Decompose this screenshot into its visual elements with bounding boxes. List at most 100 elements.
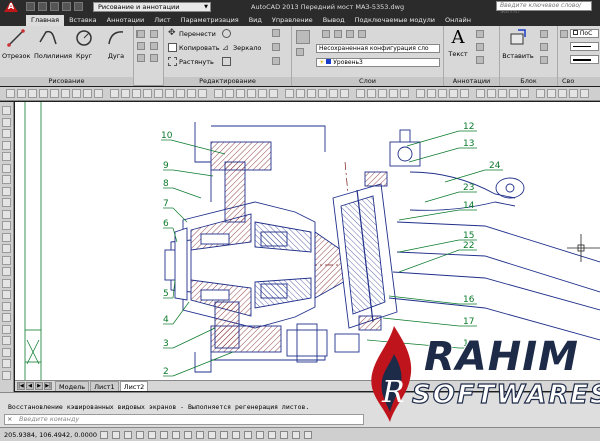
color-select[interactable]: ПоС — [570, 29, 599, 38]
copy-tool[interactable]: Копировать — [168, 43, 220, 52]
tab-sheet1[interactable]: Лист1 — [90, 381, 119, 391]
status-toggle-2[interactable] — [112, 431, 120, 439]
open-file-icon[interactable] — [38, 2, 47, 11]
region-icon[interactable] — [150, 54, 158, 62]
insert-tool[interactable]: Вставить — [502, 28, 534, 60]
toolbar-button-25[interactable] — [285, 89, 294, 98]
status-toggle-17[interactable] — [292, 431, 300, 439]
spline-icon[interactable] — [150, 30, 158, 38]
status-toggle-14[interactable] — [256, 431, 264, 439]
move-tool[interactable]: ✥ Перенести — [168, 29, 216, 38]
trim-icon[interactable] — [272, 29, 280, 37]
toolbar-button-21[interactable] — [236, 89, 245, 98]
layer-lock-icon[interactable] — [346, 30, 354, 38]
toolbar-button-20[interactable] — [225, 89, 234, 98]
toolbar-button-4[interactable] — [39, 89, 48, 98]
tab-sheet2[interactable]: Лист2 — [119, 381, 149, 391]
toolbar-button-8[interactable] — [83, 89, 92, 98]
tab-manage[interactable]: Управление — [271, 16, 313, 24]
status-toggle-1[interactable] — [100, 431, 108, 439]
toolbar-button-28[interactable] — [318, 89, 327, 98]
status-toggle-7[interactable] — [172, 431, 180, 439]
toolbar-button-11[interactable] — [121, 89, 130, 98]
status-toggle-5[interactable] — [148, 431, 156, 439]
redo-icon[interactable] — [74, 2, 83, 11]
toolbar-button-16[interactable] — [176, 89, 185, 98]
ellipse-icon[interactable] — [150, 42, 158, 50]
layer-select[interactable]: ☀ Уровень3 — [316, 58, 440, 67]
status-toggle-16[interactable] — [280, 431, 288, 439]
toolbar-button-38[interactable] — [438, 89, 447, 98]
vertical-tool-18[interactable] — [2, 301, 11, 311]
status-toggle-18[interactable] — [304, 431, 312, 439]
toolbar-button-17[interactable] — [187, 89, 196, 98]
toolbar-button-32[interactable] — [367, 89, 376, 98]
layer-properties-icon[interactable] — [296, 30, 310, 44]
toolbar-button-6[interactable] — [61, 89, 70, 98]
status-toggle-8[interactable] — [184, 431, 192, 439]
circle-tool[interactable]: Круг — [70, 28, 98, 60]
toolbar-button-35[interactable] — [400, 89, 409, 98]
vertical-tool-24[interactable] — [2, 370, 11, 380]
vertical-tool-11[interactable] — [2, 221, 11, 230]
toolbar-button-13[interactable] — [143, 89, 152, 98]
vertical-tool-1[interactable] — [2, 106, 11, 115]
toolbar-button-3[interactable] — [28, 89, 37, 98]
toolbar-button-42[interactable] — [487, 89, 496, 98]
tab-parametric[interactable]: Параметризация — [180, 16, 239, 24]
tab-output[interactable]: Вывод — [322, 16, 345, 24]
prev-layout-icon[interactable]: ◀ — [26, 382, 34, 390]
vertical-tool-13[interactable] — [2, 244, 11, 253]
boundary-icon[interactable] — [137, 54, 145, 62]
layer-freeze-icon[interactable] — [334, 30, 342, 38]
vertical-tool-7[interactable] — [2, 175, 11, 184]
close-icon[interactable]: × — [7, 415, 13, 423]
edit-attributes-icon[interactable] — [540, 56, 548, 64]
vertical-tool-15[interactable] — [2, 267, 11, 276]
stretch-tool[interactable]: Растянуть — [168, 57, 214, 66]
vertical-tool-17[interactable] — [2, 290, 11, 299]
toolbar-button-14[interactable] — [154, 89, 163, 98]
dimension-icon[interactable] — [476, 30, 484, 38]
toolbar-button-50[interactable] — [580, 89, 589, 98]
layer-state-icon[interactable] — [296, 48, 304, 56]
tab-insert[interactable]: Вставка — [69, 16, 97, 24]
application-menu-button[interactable]: A — [0, 0, 22, 13]
vertical-tool-5[interactable] — [2, 152, 11, 161]
toolbar-button-36[interactable] — [416, 89, 425, 98]
vertical-tool-12[interactable] — [2, 232, 11, 242]
first-layout-icon[interactable]: |◀ — [17, 382, 25, 390]
toolbar-button-22[interactable] — [247, 89, 256, 98]
toolbar-button-18[interactable] — [198, 89, 207, 98]
toolbar-button-26[interactable] — [296, 89, 305, 98]
toolbar-button-1[interactable] — [6, 89, 15, 98]
tab-view[interactable]: Вид — [248, 16, 262, 24]
toolbar-button-43[interactable] — [498, 89, 507, 98]
rotate-tool[interactable] — [222, 29, 231, 38]
vertical-tool-9[interactable] — [2, 198, 11, 207]
toolbar-button-45[interactable] — [520, 89, 529, 98]
text-tool[interactable]: A Текст — [446, 28, 470, 59]
layer-config-select[interactable]: Несохраненная конфигурация сло — [316, 44, 440, 53]
toolbar-button-19[interactable] — [214, 89, 223, 98]
vertical-tool-14[interactable] — [2, 255, 11, 265]
gradient-icon[interactable] — [137, 42, 145, 50]
command-input[interactable]: × Введите команду — [4, 414, 364, 425]
toolbar-button-29[interactable] — [329, 89, 338, 98]
toolbar-button-40[interactable] — [460, 89, 469, 98]
tab-model[interactable]: Модель — [55, 381, 90, 391]
toolbar-button-46[interactable] — [536, 89, 545, 98]
array-icon[interactable] — [272, 57, 280, 65]
toolbar-button-39[interactable] — [449, 89, 458, 98]
hatch-icon[interactable] — [137, 30, 145, 38]
vertical-tool-22[interactable] — [2, 347, 11, 357]
toolbar-button-27[interactable] — [307, 89, 316, 98]
toolbar-button-15[interactable] — [165, 89, 174, 98]
table-icon[interactable] — [476, 56, 484, 64]
status-toggle-13[interactable] — [244, 431, 252, 439]
vertical-tool-10[interactable] — [2, 209, 11, 219]
vertical-tool-4[interactable] — [2, 140, 11, 150]
toolbar-button-33[interactable] — [378, 89, 387, 98]
create-block-icon[interactable] — [540, 30, 548, 38]
